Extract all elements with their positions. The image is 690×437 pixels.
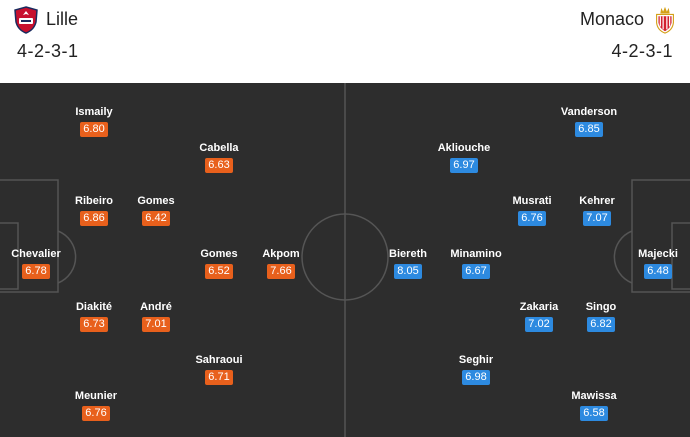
home-player[interactable]: Meunier 6.76 bbox=[36, 389, 156, 421]
away-player[interactable]: Majecki 6.48 bbox=[598, 247, 690, 279]
player-name: Minamino bbox=[450, 248, 502, 260]
away-player[interactable]: Biereth 8.05 bbox=[348, 247, 468, 279]
home-player[interactable]: Akpom 7.66 bbox=[221, 247, 341, 279]
player-name: Ismaily bbox=[75, 106, 113, 118]
player-rating: 7.66 bbox=[267, 264, 295, 279]
home-player[interactable]: Sahraoui 6.71 bbox=[159, 353, 279, 385]
home-player[interactable]: Gomes 6.42 bbox=[96, 194, 216, 226]
player-name: Zakaria bbox=[519, 301, 559, 313]
player-name: Meunier bbox=[74, 390, 118, 402]
away-player[interactable]: Seghir 6.98 bbox=[416, 353, 536, 385]
away-player[interactable]: Kehrer 7.07 bbox=[537, 194, 657, 226]
home-player[interactable]: Ismaily 6.80 bbox=[34, 105, 154, 137]
home-player[interactable]: Ribeiro 6.86 bbox=[34, 194, 154, 226]
player-rating: 7.07 bbox=[583, 211, 611, 226]
player-name: Vanderson bbox=[560, 106, 618, 118]
away-formation: 4-2-3-1 bbox=[611, 41, 673, 61]
player-rating: 6.52 bbox=[205, 264, 233, 279]
player-name: Biereth bbox=[389, 248, 427, 260]
player-name: Gomes bbox=[200, 248, 238, 260]
away-player[interactable]: Musrati 6.76 bbox=[472, 194, 592, 226]
player-rating: 6.48 bbox=[644, 264, 672, 279]
player-name: Akliouche bbox=[437, 142, 491, 154]
player-name: Chevalier bbox=[11, 248, 61, 260]
home-formation: 4-2-3-1 bbox=[17, 41, 79, 61]
player-name: Gomes bbox=[137, 195, 175, 207]
monaco-crest-icon[interactable] bbox=[652, 6, 678, 34]
away-player[interactable]: Mawissa 6.58 bbox=[534, 389, 654, 421]
player-name: Diakité bbox=[75, 301, 113, 313]
player-name: Kehrer bbox=[579, 195, 615, 207]
player-rating: 6.82 bbox=[587, 317, 615, 332]
player-rating: 6.76 bbox=[518, 211, 546, 226]
player-rating: 6.98 bbox=[462, 370, 490, 385]
away-player[interactable]: Zakaria 7.02 bbox=[479, 300, 599, 332]
player-rating: 6.80 bbox=[80, 122, 108, 137]
player-rating: 8.05 bbox=[394, 264, 422, 279]
player-name: Sahraoui bbox=[195, 354, 243, 366]
lille-crest-icon[interactable] bbox=[13, 6, 39, 34]
player-name: Seghir bbox=[458, 354, 494, 366]
pitch-markings bbox=[0, 83, 690, 437]
player-rating: 6.71 bbox=[205, 370, 233, 385]
player-name: Musrati bbox=[512, 195, 552, 207]
match-header: Lille 4-2-3-1 Monaco 4-2-3-1 bbox=[0, 0, 690, 83]
home-player[interactable]: Diakité 6.73 bbox=[34, 300, 154, 332]
home-player[interactable]: Gomes 6.52 bbox=[159, 247, 279, 279]
pitch: Ismaily 6.80 Cabella 6.63 Ribeiro 6.86 G… bbox=[0, 83, 690, 437]
away-player[interactable]: Akliouche 6.97 bbox=[404, 141, 524, 173]
player-rating: 6.78 bbox=[22, 264, 50, 279]
player-rating: 6.73 bbox=[80, 317, 108, 332]
player-name: Cabella bbox=[199, 142, 239, 154]
home-player[interactable]: Chevalier 6.78 bbox=[0, 247, 96, 279]
away-player[interactable]: Minamino 6.67 bbox=[416, 247, 536, 279]
player-rating: 6.76 bbox=[82, 406, 110, 421]
player-name: André bbox=[140, 301, 172, 313]
player-name: Mawissa bbox=[571, 390, 617, 402]
player-name: Majecki bbox=[638, 248, 678, 260]
home-team-name[interactable]: Lille bbox=[46, 9, 79, 29]
home-player[interactable]: André 7.01 bbox=[96, 300, 216, 332]
player-rating: 7.01 bbox=[142, 317, 170, 332]
player-rating: 6.85 bbox=[575, 122, 603, 137]
player-rating: 6.97 bbox=[450, 158, 478, 173]
player-rating: 6.63 bbox=[205, 158, 233, 173]
player-name: Singo bbox=[585, 301, 617, 313]
player-rating: 6.42 bbox=[142, 211, 170, 226]
player-name: Akpom bbox=[262, 248, 300, 260]
away-team-name[interactable]: Monaco bbox=[579, 9, 644, 29]
player-rating: 7.02 bbox=[525, 317, 553, 332]
player-name: Ribeiro bbox=[75, 195, 113, 207]
home-player[interactable]: Cabella 6.63 bbox=[159, 141, 279, 173]
away-player[interactable]: Vanderson 6.85 bbox=[529, 105, 649, 137]
away-player[interactable]: Singo 6.82 bbox=[541, 300, 661, 332]
player-rating: 6.67 bbox=[462, 264, 490, 279]
player-rating: 6.58 bbox=[580, 406, 608, 421]
player-rating: 6.86 bbox=[80, 211, 108, 226]
